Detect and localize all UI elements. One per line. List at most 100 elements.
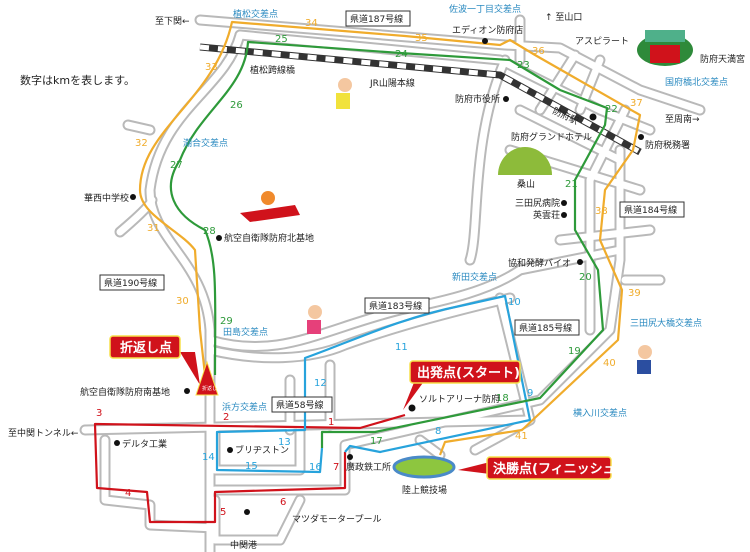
landmark-eiunso: 英雲荘 bbox=[533, 209, 560, 221]
direction-labels: 至下関← ↑ 至山口 至周南→ 至中関トンネル← 中関港 bbox=[8, 12, 700, 551]
km-marker: 34 bbox=[305, 18, 318, 29]
km-marker: 10 bbox=[508, 297, 521, 308]
km-marker: 5 bbox=[220, 507, 226, 518]
km-marker: 27 bbox=[170, 160, 183, 171]
landmarks: エディオン防府店 アスピラート 防府天満宮 防府市役所 防府グランドホテル 防府… bbox=[80, 24, 745, 525]
unit-note: 数字はkmを表します。 bbox=[20, 73, 135, 87]
km-marker: 16 bbox=[309, 462, 322, 473]
landmark-hospital: 三田尻病院 bbox=[515, 197, 560, 209]
intersection-saba1: 佐波一丁目交差点 bbox=[449, 3, 521, 15]
km-marker: 28 bbox=[203, 226, 216, 237]
landmark-aspirat: アスピラート bbox=[575, 36, 629, 47]
direction-nakanoseki-tunnel: 至中関トンネル← bbox=[8, 427, 79, 439]
km-marker: 7 bbox=[333, 462, 339, 473]
direction-shimonoseki: 至下関← bbox=[155, 16, 190, 27]
airplane-illustration bbox=[240, 191, 300, 222]
km-marker: 19 bbox=[568, 346, 581, 357]
landmark-kyowa: 協和発酵バイオ bbox=[508, 257, 571, 269]
km-marker: 38 bbox=[595, 206, 608, 217]
km-marker: 20 bbox=[579, 272, 592, 283]
direction-yamaguchi: ↑ 至山口 bbox=[545, 12, 582, 23]
km-marker: 35 bbox=[415, 33, 428, 44]
landmark-stadium: 陸上競技場 bbox=[402, 484, 447, 496]
route-orange bbox=[138, 20, 642, 456]
km-markers: 1 2 3 4 5 6 7 8 9 10 11 12 13 14 15 16 1… bbox=[96, 18, 643, 518]
jr-railway bbox=[199, 43, 642, 156]
uematsu-bridge: 植松跨線橋 bbox=[250, 64, 295, 76]
road-r58: 県道58号線 bbox=[276, 399, 323, 411]
intersection-shinden: 新田交差点 bbox=[452, 271, 497, 283]
km-marker: 32 bbox=[135, 138, 148, 149]
start-callout: 出発点(スタート) bbox=[403, 360, 521, 410]
road-r184: 県道184号線 bbox=[624, 204, 677, 216]
intersection-uematsu: 植松交差点 bbox=[233, 8, 278, 20]
km-marker: 15 bbox=[245, 461, 258, 472]
tenmangu-shrine-icon bbox=[637, 30, 693, 66]
landmark-delta: デルタ工業 bbox=[122, 438, 167, 450]
intersection-labels: 植松交差点 潮合交差点 田島交差点 浜方交差点 新田交差点 三田尻大橋交差点 横… bbox=[183, 3, 728, 419]
road-r185: 県道185号線 bbox=[519, 322, 572, 334]
km-marker: 2 bbox=[223, 412, 229, 423]
landmark-kuwayama: 桑山 bbox=[517, 179, 535, 190]
km-marker: 30 bbox=[176, 296, 189, 307]
km-marker: 9 bbox=[527, 388, 533, 399]
landmark-tax-office: 防府税務署 bbox=[645, 139, 690, 151]
km-marker: 14 bbox=[202, 452, 215, 463]
km-marker: 24 bbox=[395, 49, 408, 60]
landmark-north-base: 航空自衛隊防府北基地 bbox=[224, 232, 314, 244]
km-marker: 18 bbox=[496, 393, 509, 404]
km-marker: 29 bbox=[220, 316, 233, 327]
km-marker: 22 bbox=[605, 104, 618, 115]
intersection-shioai: 潮合交差点 bbox=[183, 137, 228, 149]
landmark-bridgestone: ブリヂストン bbox=[235, 444, 289, 456]
km-marker: 17 bbox=[370, 436, 383, 447]
km-marker: 31 bbox=[147, 223, 160, 234]
km-marker: 3 bbox=[96, 408, 102, 419]
landmark-soltarena: ソルトアリーナ防府 bbox=[419, 393, 500, 405]
turnaround-sign-text: 折返し bbox=[202, 385, 217, 392]
road-r190: 県道190号線 bbox=[104, 277, 157, 289]
landmark-hiromasa: 廣政鉄工所 bbox=[346, 461, 391, 473]
km-marker: 25 bbox=[275, 34, 288, 45]
km-marker: 26 bbox=[230, 100, 243, 111]
km-marker: 8 bbox=[435, 426, 441, 437]
road-jr: JR山陽本線 bbox=[369, 77, 415, 89]
course-routes bbox=[93, 20, 642, 524]
km-marker: 11 bbox=[395, 342, 408, 353]
km-marker: 21 bbox=[565, 179, 578, 190]
route-blue bbox=[215, 294, 532, 474]
intersection-tajima: 田島交差点 bbox=[223, 326, 268, 338]
road-labels: 県道187号線 県道190号線 県道183号線 県道185号線 県道184号線 … bbox=[99, 10, 685, 413]
direction-shunan: 至周南→ bbox=[665, 113, 700, 125]
intersection-mitajiri-ohashi: 三田尻大橋交差点 bbox=[630, 317, 702, 329]
km-marker: 36 bbox=[532, 46, 545, 57]
km-marker: 40 bbox=[603, 358, 616, 369]
landmark-kase-school: 華西中学校 bbox=[84, 192, 129, 204]
km-marker: 1 bbox=[328, 417, 334, 428]
km-marker: 23 bbox=[517, 60, 530, 71]
stadium-icon bbox=[392, 455, 456, 479]
landmark-city-hall: 防府市役所 bbox=[455, 93, 500, 105]
landmark-aeon: エディオン防府店 bbox=[452, 24, 523, 36]
landmark-grand-hotel: 防府グランドホテル bbox=[511, 131, 592, 143]
turnaround-label: 折返し点 bbox=[120, 340, 172, 356]
km-marker: 39 bbox=[628, 288, 641, 299]
km-marker: 13 bbox=[278, 437, 291, 448]
start-label: 出発点(スタート) bbox=[417, 365, 520, 381]
landmark-south-base: 航空自衛隊防府南基地 bbox=[80, 386, 170, 398]
km-marker: 33 bbox=[205, 62, 218, 73]
road-r183: 県道183号線 bbox=[369, 300, 422, 312]
intersection-yokoirikawa: 横入川交差点 bbox=[573, 407, 627, 419]
km-marker: 41 bbox=[515, 431, 528, 442]
intersection-hamakata: 浜方交差点 bbox=[222, 401, 267, 413]
turnaround-cone-icon bbox=[195, 360, 219, 396]
km-marker: 6 bbox=[280, 497, 286, 508]
turnaround-callout: 折返し点 折返し bbox=[109, 335, 219, 396]
route-red bbox=[93, 413, 406, 524]
finish-label: 決勝点(フィニッシュ) bbox=[493, 461, 622, 477]
km-marker: 12 bbox=[314, 378, 327, 389]
intersection-kokufubashi: 国府橋北交差点 bbox=[665, 76, 728, 88]
route-green bbox=[169, 40, 609, 448]
finish-callout: 決勝点(フィニッシュ) bbox=[458, 456, 622, 480]
